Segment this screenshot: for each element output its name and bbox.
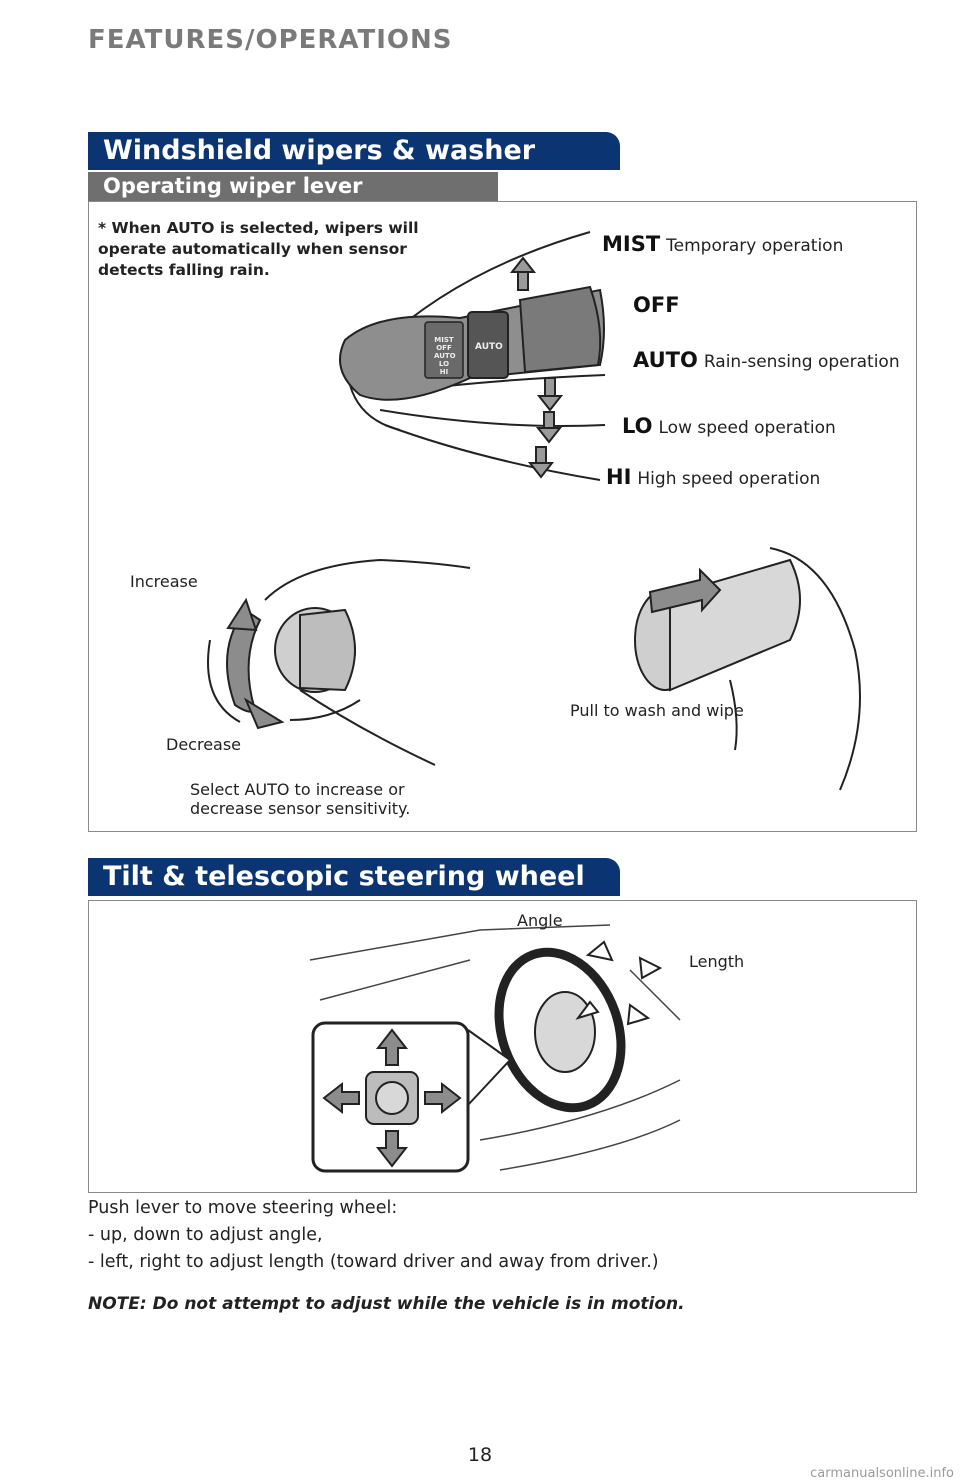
steering-instruction-1: Push lever to move steering wheel: bbox=[88, 1198, 398, 1218]
wipers-section-header: Windshield wipers & washer bbox=[88, 132, 620, 170]
auto-mode-note: * When AUTO is selected, wipers will ope… bbox=[98, 219, 419, 279]
decrease-label: Decrease bbox=[166, 735, 242, 754]
steering-panel bbox=[88, 900, 917, 1193]
lever-position-marks: MIST OFF AUTO LO HI bbox=[434, 336, 456, 376]
steering-instruction-3: - left, right to adjust length (toward d… bbox=[88, 1252, 659, 1272]
wipers-subheader: Operating wiper lever bbox=[88, 172, 498, 201]
increase-label: Increase bbox=[130, 572, 198, 591]
page-section-title: FEATURES/OPERATIONS bbox=[88, 25, 453, 55]
length-label: Length bbox=[689, 952, 745, 971]
lever-ring-auto-mark: AUTO bbox=[475, 342, 503, 352]
wipers-panel bbox=[88, 201, 917, 832]
steering-instruction-2: - up, down to adjust angle, bbox=[88, 1225, 323, 1245]
page-number: 18 bbox=[467, 1444, 493, 1466]
steering-section-header: Tilt & telescopic steering wheel bbox=[88, 858, 620, 896]
wash-caption: Pull to wash and wipe bbox=[570, 701, 744, 720]
sensitivity-caption: Select AUTO to increase or decrease sens… bbox=[190, 780, 411, 818]
angle-label: Angle bbox=[517, 911, 563, 930]
watermark: carmanualsonline.info bbox=[810, 1466, 954, 1481]
mode-off: OFF bbox=[633, 293, 680, 317]
safety-note: NOTE: Do not attempt to adjust while the… bbox=[88, 1294, 685, 1314]
